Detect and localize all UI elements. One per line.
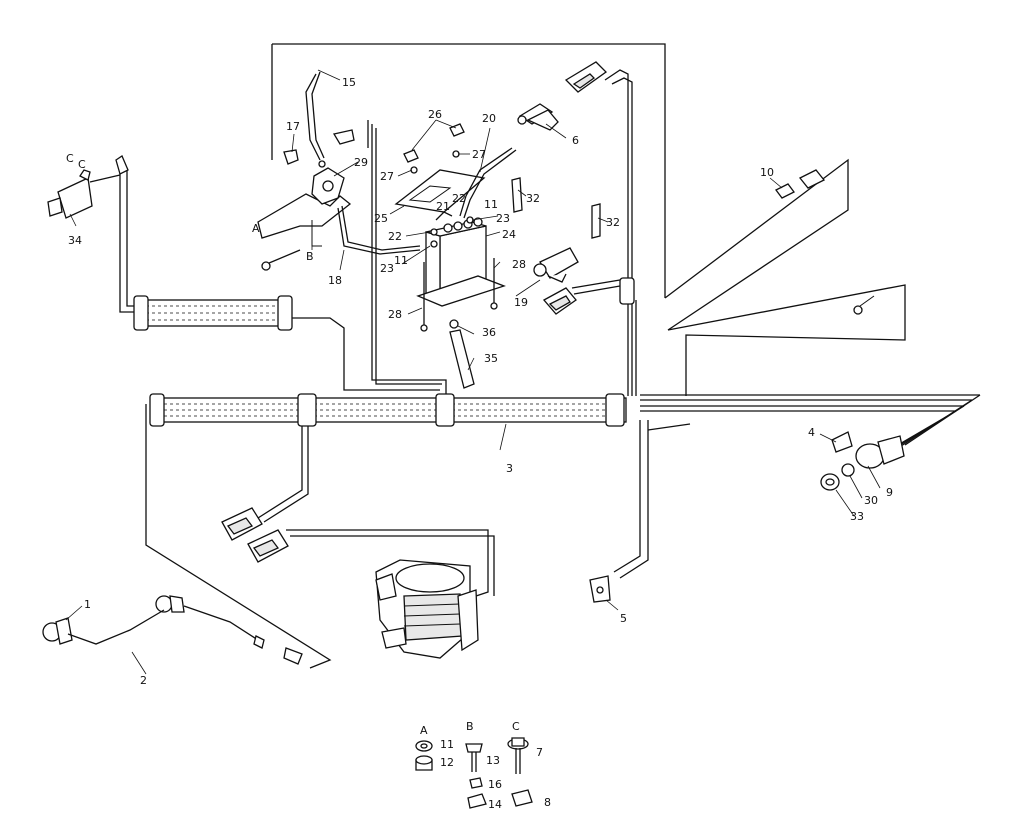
label-col-C: C [512,720,520,733]
callout-34: 34 [68,234,82,247]
callout-10: 10 [760,166,774,179]
upper-harness-tube [133,295,293,331]
callout-9: 9 [886,486,893,499]
callout-32a: 32 [526,192,540,205]
callout-14: 14 [488,798,502,811]
callout-27b: 27 [472,148,486,161]
callout-22b: 22 [388,230,402,243]
harness-wiring [89,43,981,669]
label-A-main: A [252,222,260,235]
callout-21: 21 [436,200,450,213]
hardware-kit [415,737,533,809]
callout-23b: 23 [380,262,394,275]
callout-35: 35 [484,352,498,365]
callout-labels: 15 17 29 A B 18 26 27 27 20 25 21 22 11 … [66,76,893,811]
callout-36: 36 [482,326,496,339]
label-col-B: B [466,720,474,733]
callout-11c: 11 [440,738,454,751]
callout-11a: 11 [484,198,498,211]
part-9-light-assembly [820,431,905,491]
callout-23a: 23 [496,212,510,225]
leader-lines [65,69,881,675]
callout-8: 8 [544,796,551,809]
part-5-sender [589,575,611,603]
callout-24: 24 [502,228,516,241]
callout-26: 26 [428,108,442,121]
callout-32b: 32 [606,216,620,229]
callout-17: 17 [286,120,300,133]
callout-11b: 11 [394,254,408,267]
callout-1: 1 [84,598,91,611]
label-B-main: B [306,250,314,263]
part-6-switch [517,61,608,131]
part-2-cable [42,595,303,665]
callout-15: 15 [342,76,356,89]
callout-4: 4 [808,426,815,439]
callout-30: 30 [864,494,878,507]
engine [375,559,479,659]
main-harness-tube [149,277,635,427]
callout-5: 5 [620,612,627,625]
callout-18: 18 [328,274,342,287]
label-C1: C [66,152,74,165]
callout-29: 29 [354,156,368,169]
callout-19: 19 [514,296,528,309]
callout-22a: 22 [452,192,466,205]
callout-7: 7 [536,746,543,759]
label-C2: C [78,158,86,171]
callout-33: 33 [850,510,864,523]
callout-13: 13 [486,754,500,767]
part-19-switch [533,247,579,315]
callout-25: 25 [374,212,388,225]
callout-2: 2 [140,674,147,687]
callout-20: 20 [482,112,496,125]
lower-connectors [221,507,289,563]
label-col-A: A [420,724,428,737]
callout-12: 12 [440,756,454,769]
part-10-terminal [775,169,875,315]
callout-16: 16 [488,778,502,791]
callout-6: 6 [572,134,579,147]
battery-assembly [394,123,517,389]
callout-27a: 27 [380,170,394,183]
callout-28a: 28 [512,258,526,271]
callout-3: 3 [506,462,513,475]
part-34-switch [47,155,129,219]
solenoid-assembly [257,71,421,271]
callout-28b: 28 [388,308,402,321]
part-32-connectors [511,177,601,239]
